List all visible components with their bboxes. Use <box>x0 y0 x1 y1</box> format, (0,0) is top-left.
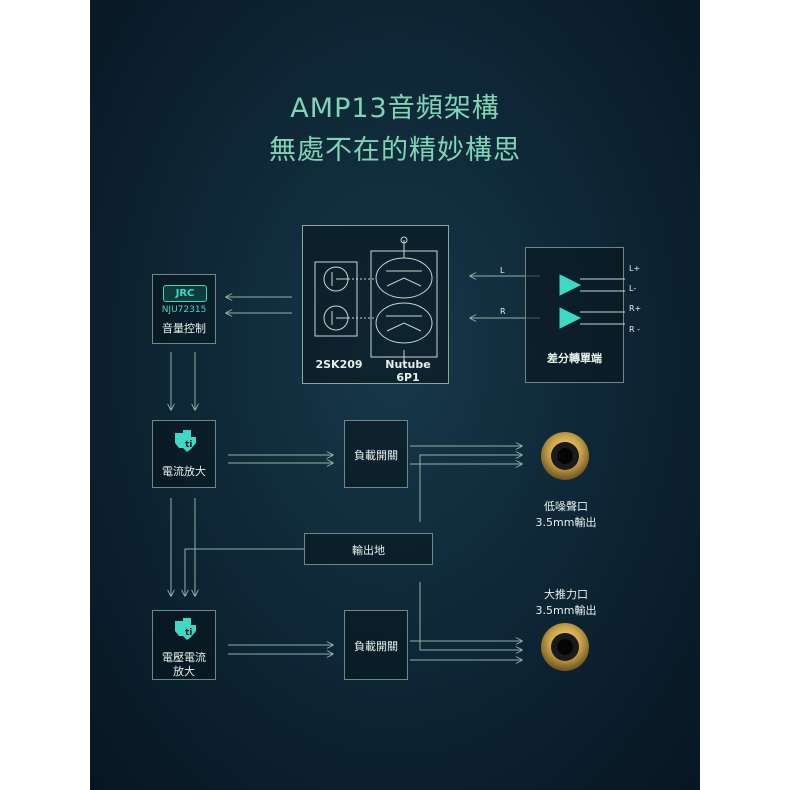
jrc-logo: JRC <box>163 285 207 302</box>
jack-1-label-2: 3.5mm輸出 <box>535 516 597 529</box>
title-line-2: 無處不在的精妙構思 <box>269 135 521 166</box>
tube-label: Nutube 6P1 <box>385 358 431 384</box>
voltage-amp-label-2: 放大 <box>173 665 195 678</box>
output-ground-label: 輸出地 <box>352 544 385 557</box>
jack-2-label-1: 大推力口 <box>544 588 588 601</box>
texas-instruments-icon: ti <box>175 430 196 452</box>
arrow-ground-to-jack-1 <box>419 455 522 522</box>
svg-text:ti: ti <box>185 440 192 450</box>
diff-label: 差分轉單端 <box>547 352 602 365</box>
jack-2-label-2: 3.5mm輸出 <box>535 604 597 617</box>
volume-chip-model: NJU72315 <box>161 305 207 315</box>
headphone-jack-icon <box>541 432 589 480</box>
title-line-1: AMP13音頻架構 <box>290 93 500 124</box>
svg-text:ti: ti <box>185 628 192 638</box>
load-switch-2-block: 負載開關 <box>344 610 408 680</box>
output-ground-block: 輸出地 <box>304 533 433 565</box>
diff-out-r-minus: R - <box>629 325 640 334</box>
load-switch-1-block: 負載開關 <box>344 420 408 488</box>
volume-control-block: JRC NJU72315 音量控制 <box>152 274 216 344</box>
diff-out-l-minus: L- <box>629 284 637 293</box>
vacuum-tube-icon <box>375 302 433 344</box>
diff-schematic <box>559 274 625 329</box>
texas-instruments-icon: ti <box>175 618 196 640</box>
tube-schematic <box>314 236 438 366</box>
fet-frame <box>314 261 358 337</box>
arrow-ground-to-voltage <box>185 548 304 596</box>
current-amp-label: 電流放大 <box>162 465 206 478</box>
diff-out-r-plus: R+ <box>629 304 642 313</box>
voltage-current-amp-block: ti 電壓電流 放大 <box>152 610 216 680</box>
diff-to-single-block: 差分轉單端 <box>525 247 625 383</box>
diff-out-l-plus: L+ <box>629 264 641 273</box>
headphone-jack-icon <box>541 623 589 671</box>
volume-label: 音量控制 <box>162 322 206 335</box>
diff-in-right: R <box>500 307 506 316</box>
diff-in-left: L <box>500 266 505 275</box>
op-amp-icon <box>559 274 582 296</box>
load-switch-2-label: 負載開關 <box>354 640 398 653</box>
fet-label: 2SK209 <box>315 358 363 371</box>
current-amp-block: ti 電流放大 <box>152 420 216 488</box>
load-switch-1-label: 負載開關 <box>354 449 398 462</box>
voltage-amp-label-1: 電壓電流 <box>162 651 206 664</box>
op-amp-icon <box>559 307 582 329</box>
jack-1-label-1: 低噪聲口 <box>544 500 588 513</box>
tube-block: 2SK209 Nutube 6P1 <box>302 225 449 384</box>
arrow-ground-to-jack-2 <box>419 582 522 650</box>
